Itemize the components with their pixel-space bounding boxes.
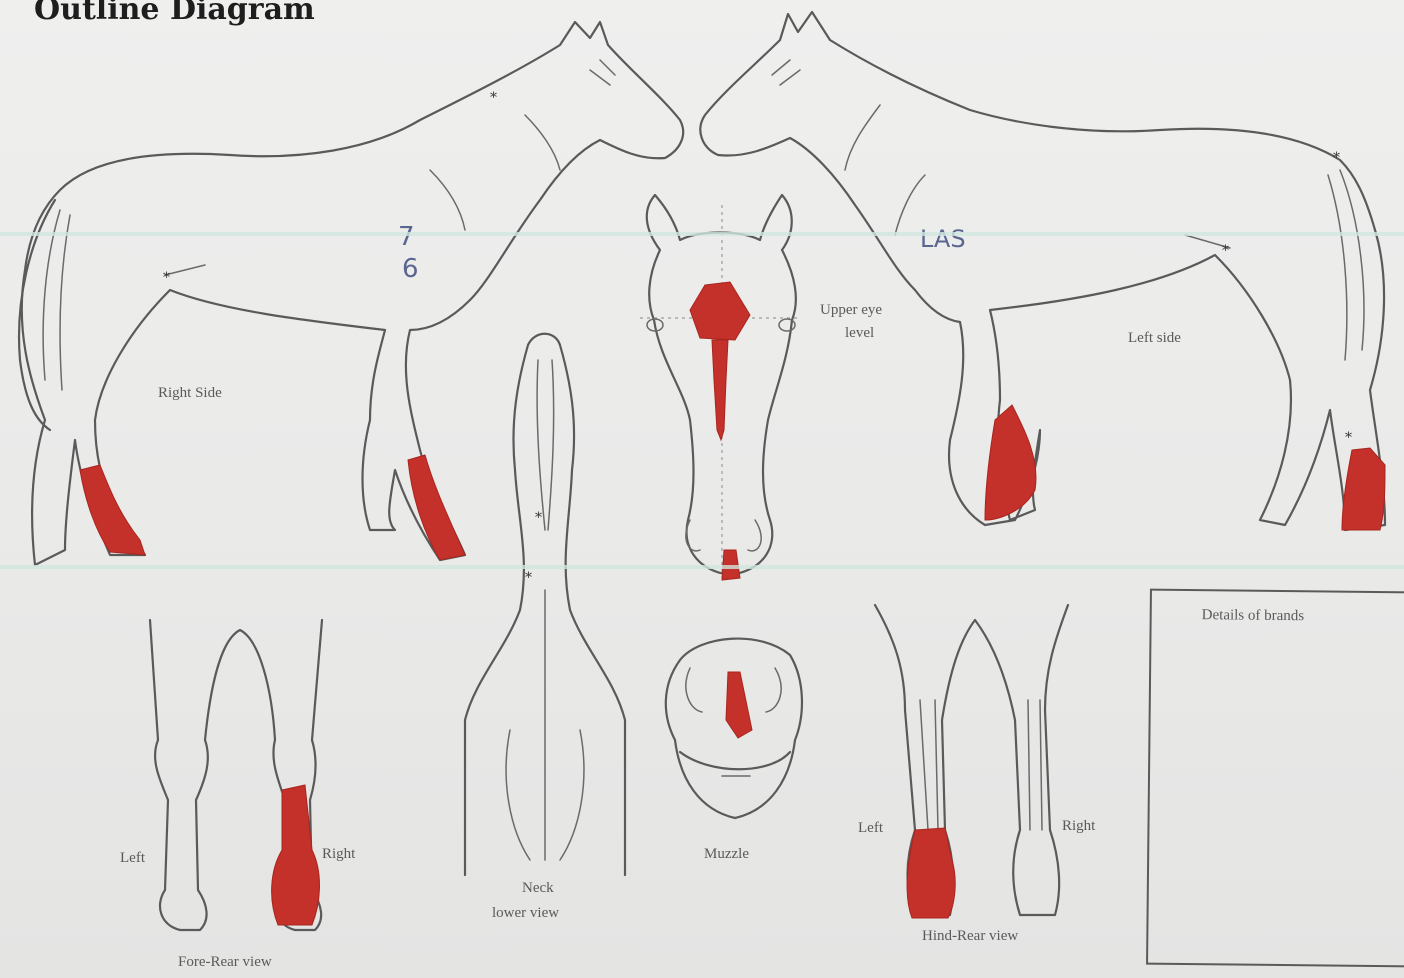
left-side-horse: * * *: [700, 12, 1385, 530]
neck-mark-1: *: [535, 510, 542, 526]
right-side-horse-details: [430, 60, 615, 230]
neck-mark-2: *: [525, 570, 532, 586]
right-side-stifle-mark: *: [163, 270, 170, 286]
handwritten-6: 6: [402, 254, 419, 284]
label-neck-2: lower view: [492, 905, 559, 922]
neck-inner-lines: [506, 360, 584, 860]
stripe-marking: [712, 340, 728, 440]
scan-streak-middle: [0, 565, 1404, 569]
right-fore-rear-marking: [272, 785, 320, 925]
left-side-horse-details: [772, 60, 925, 235]
right-hind-leg-marking: [80, 465, 145, 555]
left-side-stifle-mark: *: [1222, 243, 1229, 259]
head-front-right-eye: [779, 319, 795, 331]
label-hind-rear-view: Hind-Rear view: [922, 928, 1018, 945]
left-hind-rear-marking: [907, 828, 955, 918]
right-side-whorl-mark: *: [490, 90, 497, 106]
hind-rear-tendon-lines: [920, 700, 1042, 830]
scan-streak-top: [0, 232, 1404, 236]
label-left-side: Left side: [1128, 330, 1181, 347]
brands-details-box: Details of brands: [1146, 589, 1404, 968]
fore-rear-view: [150, 620, 322, 930]
muzzle-view: [666, 639, 802, 818]
head-front-view: [640, 195, 800, 580]
label-fore-left: Left: [120, 850, 145, 867]
left-side-hock-mark: *: [1345, 430, 1352, 446]
handwritten-las: LAS: [920, 225, 966, 253]
right-side-horse-outline: [22, 22, 683, 565]
left-side-croup-mark: *: [1333, 150, 1340, 166]
right-side-horse: * *: [19, 22, 683, 565]
hind-rear-view: [875, 605, 1068, 918]
label-right-side: Right Side: [158, 385, 222, 402]
muzzle-snip-marking: [726, 672, 752, 738]
label-muzzle: Muzzle: [704, 846, 749, 863]
handwritten-7: 7: [398, 222, 415, 252]
muzzle-lower-lip: [680, 752, 790, 769]
label-fore-rear-view: Fore-Rear view: [178, 954, 272, 971]
left-hind-leg-marking: [1342, 448, 1385, 530]
left-side-horse-outline: [700, 12, 1385, 530]
left-fore-leg-marking: [985, 405, 1036, 520]
neck-lower-view: * *: [465, 334, 625, 875]
label-hind-right: Right: [1062, 818, 1095, 835]
label-neck-1: Neck: [522, 880, 554, 897]
left-side-horse-tail-hair: [1328, 170, 1364, 360]
right-side-horse-stifle-line: [165, 265, 205, 275]
label-upper-eye-level-2: level: [845, 325, 874, 342]
label-hind-left: Left: [858, 820, 883, 837]
label-details-of-brands: Details of brands: [1202, 607, 1305, 625]
label-upper-eye-level-1: Upper eye: [820, 302, 882, 319]
head-front-nostrils: [686, 520, 761, 551]
label-fore-right: Right: [322, 846, 355, 863]
right-fore-leg-marking: [408, 455, 465, 560]
star-marking: [690, 282, 750, 340]
right-side-horse-tail-hair: [43, 210, 70, 390]
hind-rear-outline: [875, 605, 1068, 915]
